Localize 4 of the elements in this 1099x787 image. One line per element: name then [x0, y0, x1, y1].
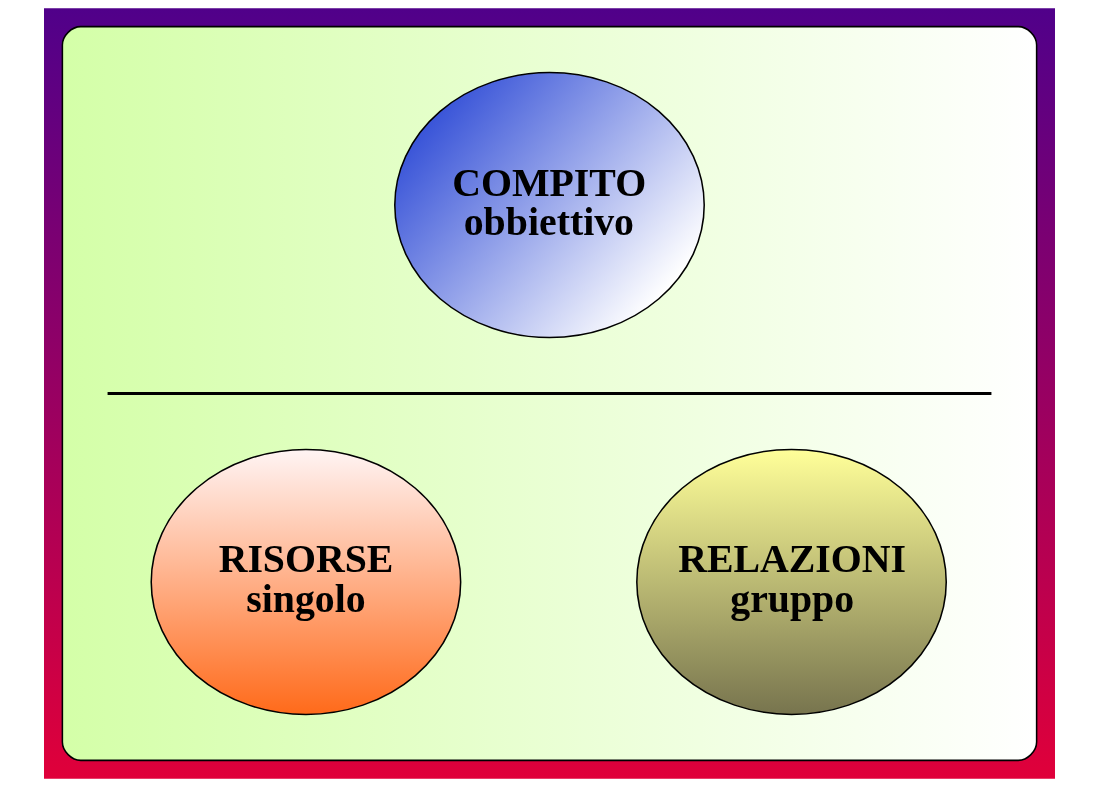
cluster	[61, 25, 1038, 762]
node-ellipse: COMPITO obbiettivo	[394, 71, 705, 339]
node-ellipse: RELAZIONI gruppo	[636, 448, 947, 716]
node-ellipse: RISORSE singolo	[150, 448, 462, 716]
